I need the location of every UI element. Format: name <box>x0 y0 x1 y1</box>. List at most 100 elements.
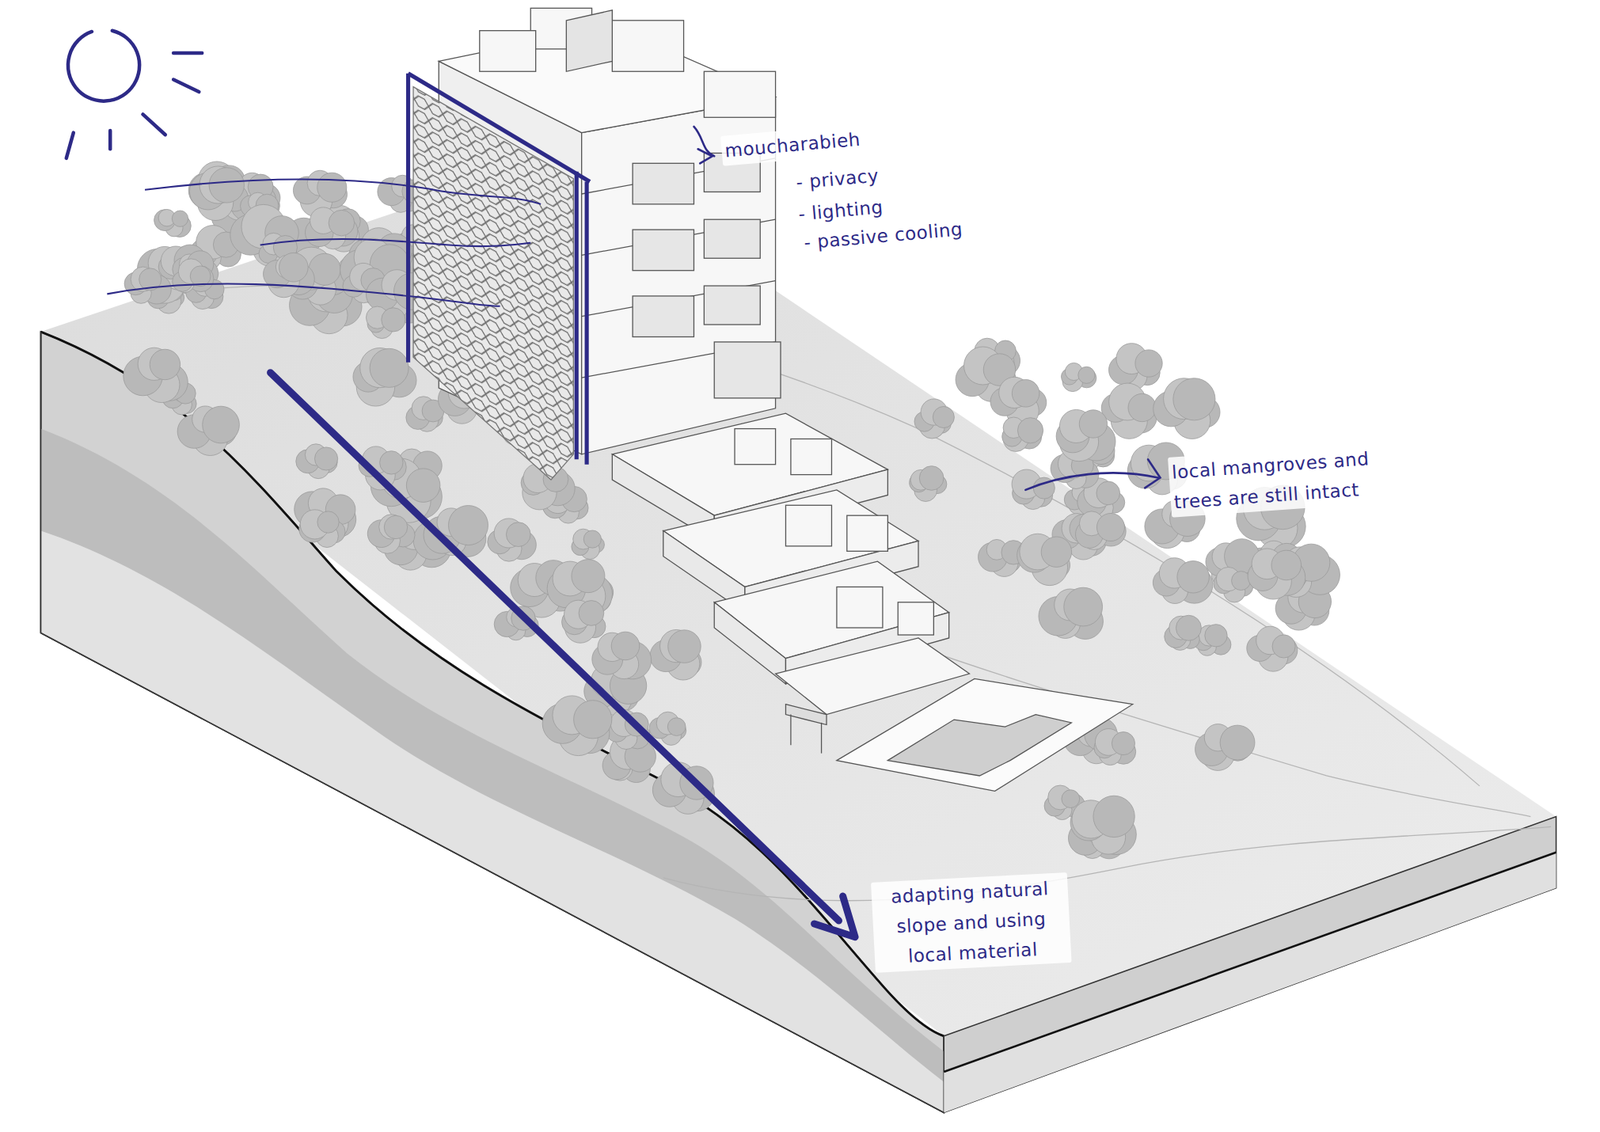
tree-canopy <box>202 406 240 444</box>
terrain-block <box>943 817 1556 1114</box>
tree-canopy <box>314 447 338 471</box>
moucharabieh-screen <box>408 73 590 480</box>
tree-canopy <box>1064 587 1103 627</box>
tree-canopy <box>406 468 441 503</box>
building <box>785 704 827 726</box>
sun-symbol <box>173 79 199 92</box>
building <box>632 296 694 338</box>
tree-canopy <box>1096 481 1121 506</box>
tree-canopy <box>1177 561 1209 593</box>
sun-symbol <box>173 51 202 56</box>
tree-canopy <box>279 252 309 282</box>
building <box>887 714 1072 776</box>
tree-canopy <box>1219 725 1255 761</box>
tree-canopy <box>317 511 339 533</box>
building <box>714 342 781 399</box>
building <box>836 678 1133 791</box>
leader-arrow <box>698 148 713 164</box>
building <box>790 714 791 746</box>
terrain-block <box>41 331 945 1113</box>
tree-canopy <box>668 630 702 664</box>
slope-arrow <box>270 372 840 921</box>
moucharabieh-screen <box>585 182 590 465</box>
building <box>847 515 889 552</box>
building <box>479 30 536 73</box>
moucharabieh-screen <box>574 171 579 460</box>
tree-canopy <box>149 349 180 380</box>
tree-canopy <box>919 466 944 491</box>
tree-canopy <box>667 718 686 737</box>
moucharabieh-screen <box>406 73 411 363</box>
building <box>820 722 822 754</box>
terrain-block <box>40 331 42 633</box>
building <box>703 71 776 118</box>
tree-canopy <box>448 505 488 546</box>
terrain-block <box>41 152 1557 1113</box>
tree-canopy <box>1061 790 1080 809</box>
terrain-block <box>714 571 1531 817</box>
tree-canopy <box>932 406 954 428</box>
sun-symbol <box>108 130 113 149</box>
tree-canopy <box>381 307 406 332</box>
building <box>703 219 761 259</box>
tree-canopy <box>573 700 612 739</box>
tree-canopy <box>1175 615 1201 641</box>
wind-lines <box>106 284 500 307</box>
tree-canopy <box>1135 349 1163 377</box>
slope-arrow <box>270 372 856 938</box>
building <box>734 429 776 465</box>
building <box>714 602 786 685</box>
sun-symbol <box>66 30 202 159</box>
tree-canopy <box>1096 513 1125 541</box>
terrain-block <box>41 429 945 1114</box>
building <box>785 505 832 547</box>
tree-canopy <box>571 559 605 593</box>
annotation-text: local mangroves and trees are still inta… <box>1167 440 1416 518</box>
building <box>566 10 612 72</box>
leader-arrow <box>693 126 1160 491</box>
tree-canopy <box>383 515 407 539</box>
tree-canopy <box>611 631 640 661</box>
tree-canopy <box>1011 380 1040 408</box>
tree-canopy <box>1017 418 1043 444</box>
moucharabieh-screen <box>413 87 574 480</box>
tree-canopy <box>505 522 531 548</box>
tree-canopy <box>328 209 354 236</box>
leader-arrow <box>1025 472 1159 490</box>
tree-canopy <box>1078 366 1095 384</box>
building <box>703 285 761 325</box>
tree-canopy <box>1204 624 1228 647</box>
tree-canopy <box>1079 410 1107 438</box>
wind-lines <box>106 178 541 306</box>
tree-canopy <box>1272 634 1296 658</box>
slope-arrow <box>814 896 856 938</box>
tree-canopy <box>1111 732 1135 756</box>
leader-arrow <box>1144 459 1160 488</box>
moucharabieh-screen <box>408 73 590 183</box>
sun-symbol <box>142 114 165 135</box>
tree-canopy <box>380 451 403 475</box>
tree-canopy <box>317 172 347 202</box>
building <box>836 586 883 628</box>
sun-symbol <box>68 30 140 102</box>
tree-canopy <box>209 167 244 203</box>
wind-lines <box>144 178 541 204</box>
sun-symbol <box>66 133 74 159</box>
tree-canopy <box>578 600 605 627</box>
tree-canopy <box>1173 378 1216 421</box>
building <box>632 163 694 205</box>
wind-lines <box>260 239 532 247</box>
annotation-text: adapting natural slope and using local m… <box>870 872 1072 973</box>
tree-canopy <box>1093 795 1135 837</box>
building <box>632 229 694 271</box>
terrain-block <box>152 285 1480 787</box>
tree-canopy <box>171 210 188 227</box>
terrain-block <box>41 632 945 1113</box>
building <box>790 438 833 475</box>
tree-canopy <box>1271 550 1302 581</box>
building <box>897 602 934 635</box>
building <box>611 20 684 72</box>
tree-canopy <box>369 348 409 388</box>
tree-canopy <box>1041 536 1072 567</box>
tree-canopy <box>583 530 601 548</box>
